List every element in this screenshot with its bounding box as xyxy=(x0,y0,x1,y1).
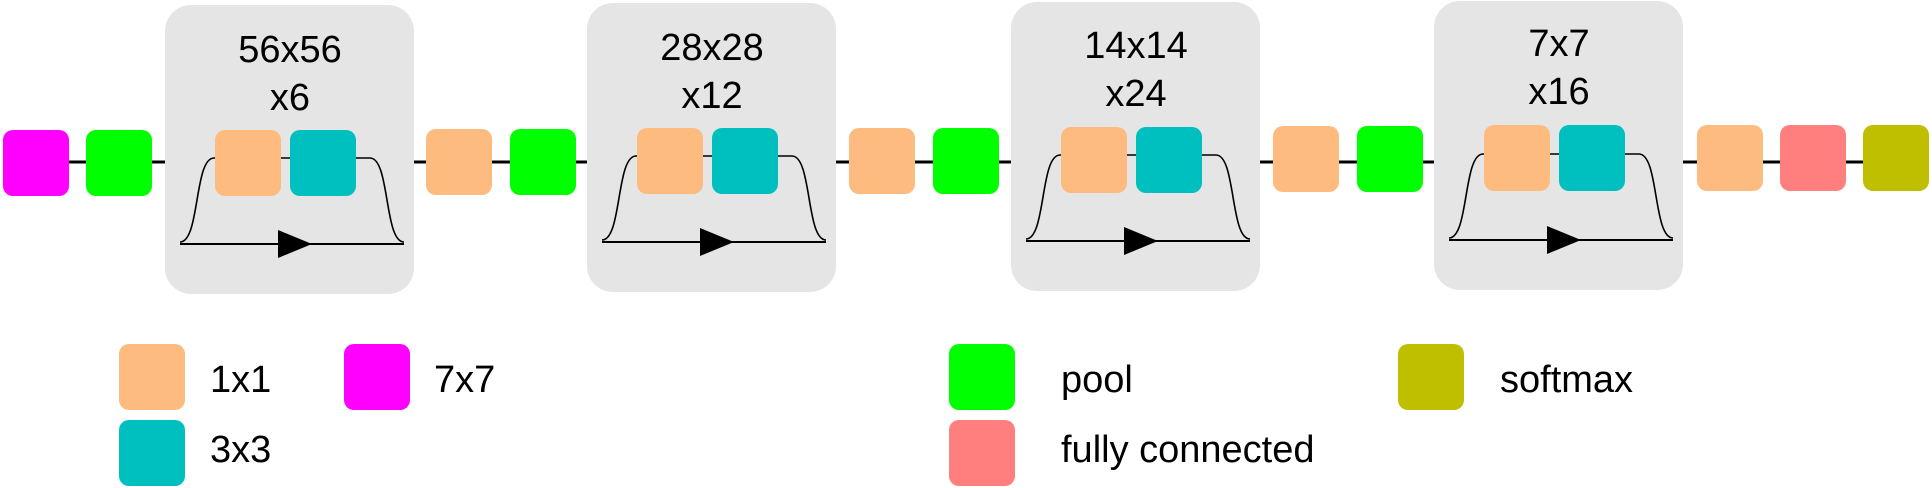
transition-conv-1x1-node xyxy=(1273,126,1339,192)
legend-item-fully-connected: fully connected xyxy=(949,420,1315,486)
transition-conv-1x1-node xyxy=(426,129,492,195)
legend-swatch-softmax xyxy=(1398,344,1464,410)
legend-item-3x3: 3x3 xyxy=(119,420,271,486)
legend-label: fully connected xyxy=(1061,429,1315,471)
conv-3x3-node xyxy=(712,128,778,194)
conv-1x1-node xyxy=(637,128,703,194)
transition-conv-1x1-node xyxy=(849,128,915,194)
legend-item-7x7: 7x7 xyxy=(344,344,495,410)
dense-block-background xyxy=(165,5,414,294)
legend-swatch-7x7 xyxy=(344,344,410,410)
arrow-icon xyxy=(700,228,734,256)
legend-swatch-1x1 xyxy=(119,344,185,410)
dense-block-4: 7x7 x16 xyxy=(1434,1,1683,290)
block-repeat-label: x12 xyxy=(681,75,742,117)
arrow-icon xyxy=(1124,227,1158,255)
legend: 1x1 3x3 7x7 pool fully connected softmax xyxy=(119,344,1633,486)
legend-item-pool: pool xyxy=(949,344,1133,410)
transition-pool-node xyxy=(510,129,576,195)
transition-pool-node xyxy=(1357,126,1423,192)
transition-pool-node xyxy=(933,128,999,194)
dense-block-background xyxy=(1434,1,1683,290)
arrow-icon xyxy=(278,230,312,258)
conv-3x3-node xyxy=(1559,125,1625,191)
pool-node xyxy=(86,130,152,196)
dense-block-3: 14x14 x24 xyxy=(1011,2,1260,291)
legend-label: 1x1 xyxy=(210,359,271,401)
block-size-label: 7x7 xyxy=(1528,23,1589,65)
legend-item-1x1: 1x1 xyxy=(119,344,271,410)
conv-1x1-node xyxy=(1061,127,1127,193)
conv-3x3-node xyxy=(1136,127,1202,193)
legend-label: 3x3 xyxy=(210,429,271,471)
dense-block-2: 28x28 x12 xyxy=(587,3,836,292)
conv-1x1-node xyxy=(215,130,281,196)
dense-block-1: 56x56 x6 xyxy=(165,5,414,294)
legend-item-softmax: softmax xyxy=(1398,344,1633,410)
legend-label: 7x7 xyxy=(434,359,495,401)
legend-label: softmax xyxy=(1500,359,1633,401)
legend-swatch-pool xyxy=(949,344,1015,410)
arrow-icon xyxy=(1547,226,1581,254)
dense-block-background xyxy=(587,3,836,292)
conv-3x3-node xyxy=(290,130,356,196)
final-conv-1x1-node xyxy=(1697,125,1763,191)
conv-1x1-node xyxy=(1484,125,1550,191)
legend-swatch-3x3 xyxy=(119,420,185,486)
legend-swatch-fully-connected xyxy=(949,420,1015,486)
legend-label: pool xyxy=(1061,359,1133,401)
dense-block-background xyxy=(1011,2,1260,291)
block-repeat-label: x6 xyxy=(270,77,310,119)
block-repeat-label: x24 xyxy=(1105,73,1166,115)
softmax-node xyxy=(1863,125,1929,191)
block-size-label: 14x14 xyxy=(1084,25,1188,67)
block-repeat-label: x16 xyxy=(1528,71,1589,113)
block-size-label: 28x28 xyxy=(660,27,764,69)
block-size-label: 56x56 xyxy=(238,29,342,71)
fully-connected-node xyxy=(1780,125,1846,191)
conv-7x7-node xyxy=(3,130,69,196)
